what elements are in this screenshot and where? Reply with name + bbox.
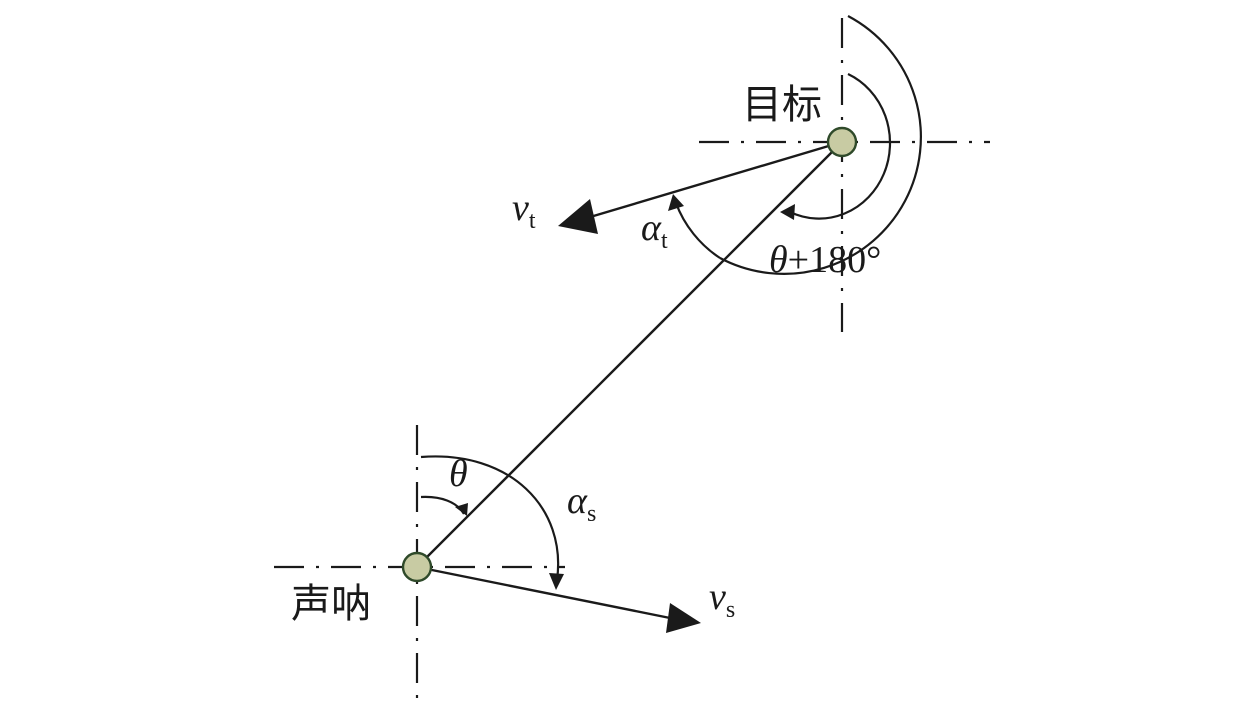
sonar-node	[401, 551, 433, 583]
sonar-velocity-label: vs	[709, 576, 735, 623]
theta-arc-arrowhead	[455, 503, 468, 516]
target-velocity-label: vt	[512, 187, 536, 234]
alpha-t-label: αt	[641, 207, 668, 254]
target-label: 目标	[742, 82, 822, 128]
alpha-t-arc	[674, 202, 721, 259]
target-velocity-arrowhead	[558, 199, 598, 234]
alpha-s-arc	[420, 455, 560, 581]
alpha-s-arc-arrowhead	[549, 573, 564, 590]
alpha-s-label: αs	[567, 480, 596, 527]
theta-plus-180-arc	[719, 15, 922, 275]
line-of-sight	[416, 141, 843, 568]
target-velocity-vector	[579, 140, 843, 222]
target-inner-arc	[789, 73, 892, 220]
sonar-velocity-vector	[416, 565, 676, 621]
sonar-velocity-arrowhead	[666, 603, 701, 633]
target-inner-arc-arrowhead	[780, 204, 795, 220]
alpha-t-arc-arrowhead	[668, 194, 684, 211]
theta-label: θ	[449, 453, 468, 495]
theta-plus-180-label: θ+180°	[769, 239, 881, 281]
theta-arc	[420, 495, 465, 515]
sonar-label: 声呐	[291, 581, 371, 627]
target-node	[826, 126, 858, 158]
